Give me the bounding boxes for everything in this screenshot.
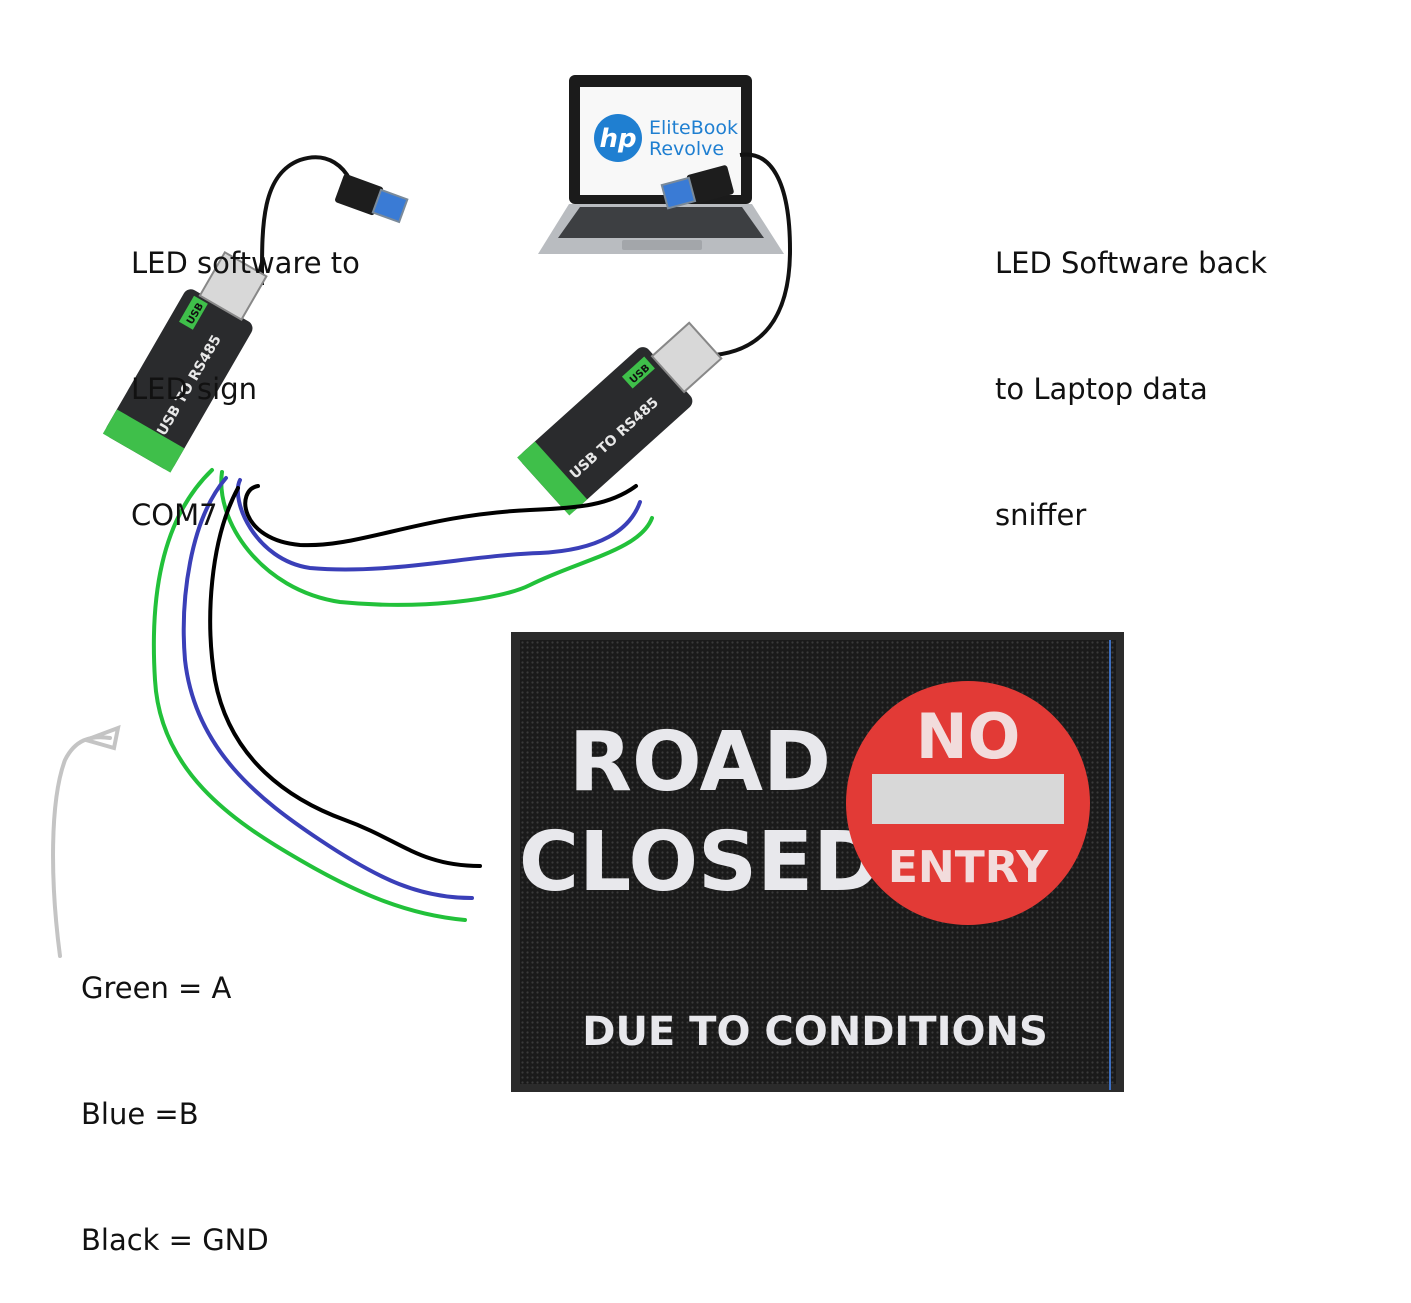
hp-logo-text: hp bbox=[599, 124, 636, 154]
wiring-diagram: hp EliteBook Revolve USB TO RS485 USB bbox=[51, 75, 1124, 1092]
right-annotation-line: sniffer bbox=[995, 498, 1087, 532]
sign-wires bbox=[151, 468, 482, 922]
legend-item-blue: Blue =B bbox=[81, 1097, 199, 1131]
right-usb-cable bbox=[660, 152, 793, 357]
right-annotation-line: LED Software back bbox=[995, 246, 1268, 280]
left-usb-cable bbox=[259, 155, 409, 286]
link-wire-blue bbox=[235, 478, 642, 572]
led-sign-photo: ROAD CLOSED NO ENTRY DUE TO CONDITIONS bbox=[511, 632, 1124, 1092]
sign-wire-blue bbox=[181, 476, 474, 900]
wire-color-legend: Green = A Blue =B Black = GND bbox=[81, 883, 269, 1303]
adapter-link-wires bbox=[219, 470, 654, 607]
right-annotation: LED Software back to Laptop data sniffer bbox=[995, 158, 1267, 578]
link-wire-green bbox=[219, 470, 654, 607]
sign-no-text: NO bbox=[916, 700, 1021, 773]
left-annotation: LED software to LED sign COM7 bbox=[131, 158, 360, 578]
legend-item-black: Black = GND bbox=[81, 1223, 269, 1257]
laptop-model-line2: Revolve bbox=[649, 138, 724, 160]
left-annotation-line: LED software to bbox=[131, 246, 360, 280]
right-usb-rs485-adapter: USB TO RS485 USB bbox=[517, 321, 723, 516]
laptop-image: hp EliteBook Revolve bbox=[538, 75, 784, 254]
sign-wire-black bbox=[208, 486, 482, 868]
sign-wire-green bbox=[151, 468, 467, 922]
laptop-model-line1: EliteBook bbox=[649, 117, 738, 139]
sign-bottom-line: DUE TO CONDITIONS bbox=[582, 1009, 1048, 1055]
legend-item-green: Green = A bbox=[81, 971, 232, 1005]
sign-entry-text: ENTRY bbox=[888, 842, 1049, 893]
link-wire-black bbox=[243, 484, 638, 548]
left-annotation-line: COM7 bbox=[131, 498, 218, 532]
sign-line-road: ROAD bbox=[569, 715, 831, 810]
gray-arrow-icon bbox=[51, 724, 121, 958]
right-annotation-line: to Laptop data bbox=[995, 372, 1208, 406]
sign-line-closed: CLOSED bbox=[519, 815, 881, 910]
hp-logo-icon bbox=[594, 114, 642, 162]
left-annotation-line: LED sign bbox=[131, 372, 257, 406]
